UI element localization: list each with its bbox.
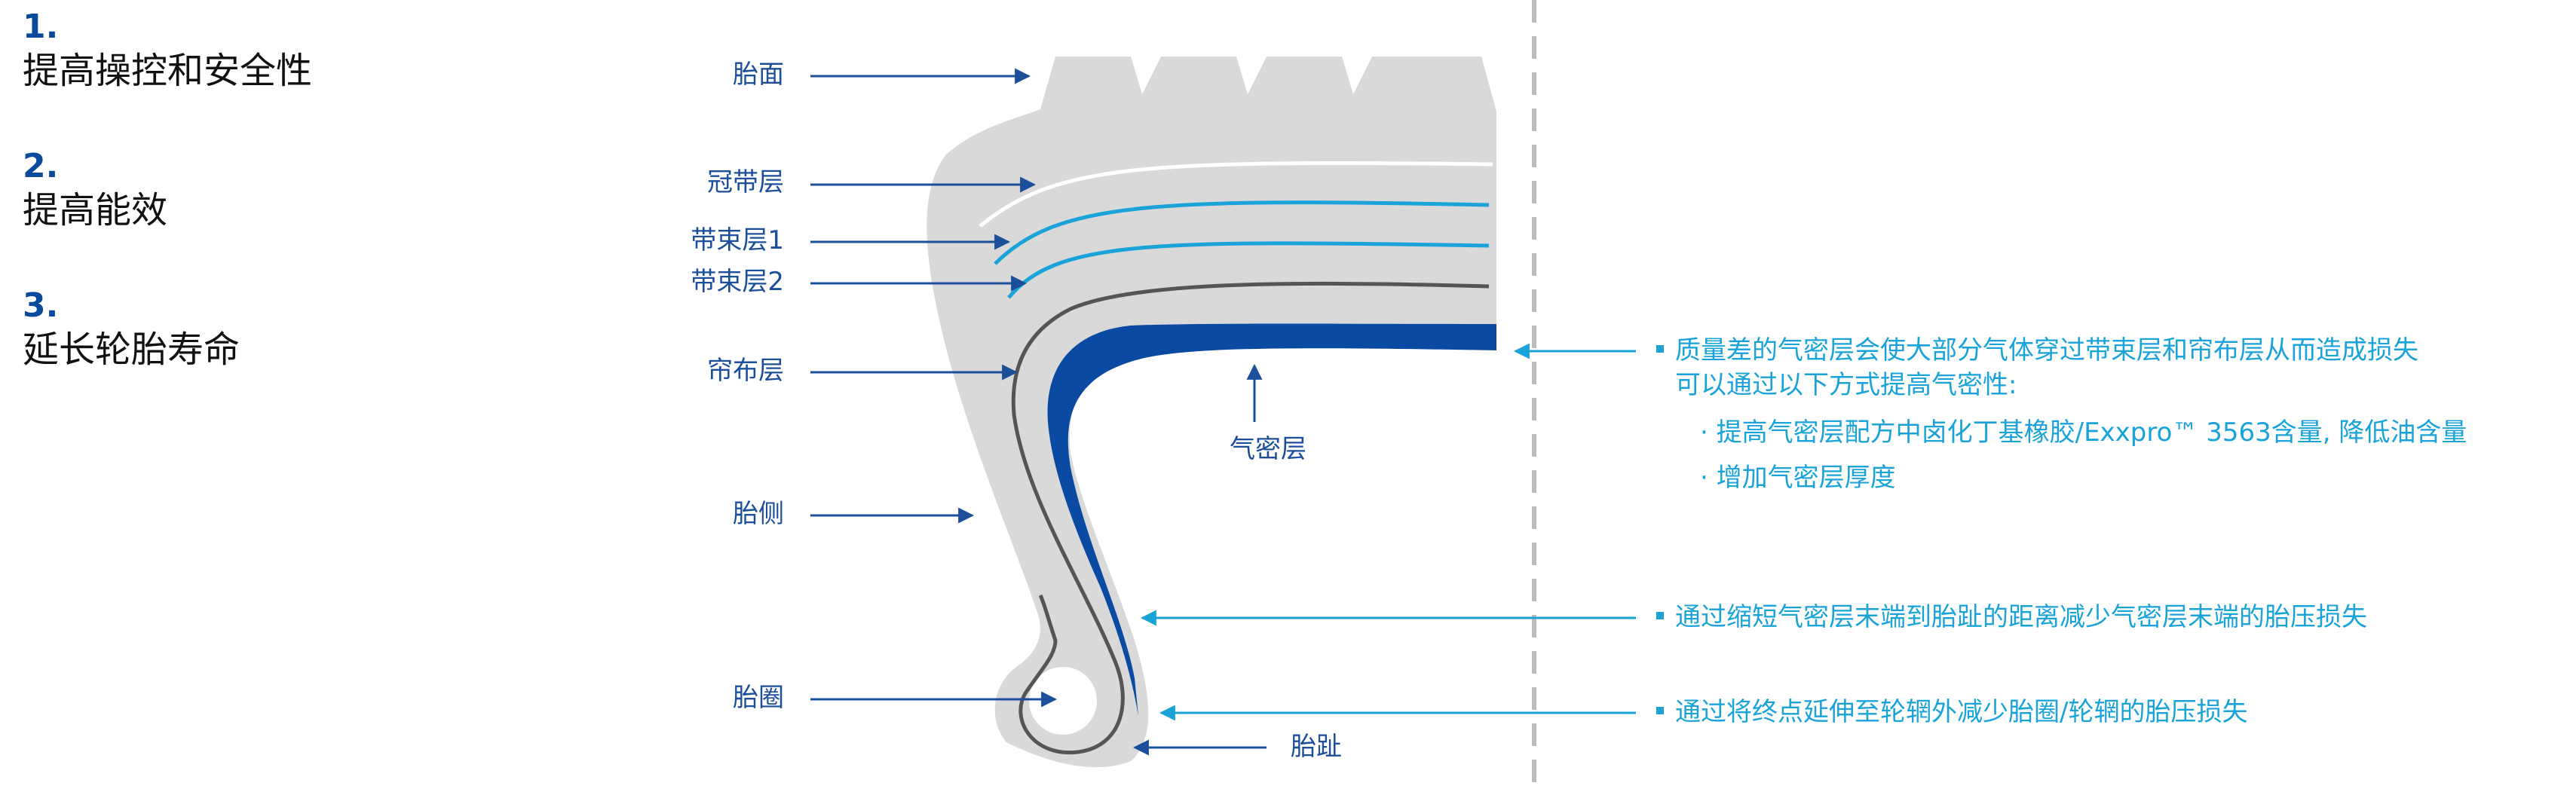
belt-2-line <box>1007 241 1490 299</box>
label-belt-1: 带束层1 <box>691 225 784 255</box>
point-1-text: 提高操控和安全性 <box>23 50 312 92</box>
label-body-ply: 帘布层 <box>707 356 784 386</box>
inner-liner-band <box>1047 323 1496 716</box>
label-bead: 胎圈 <box>733 683 784 713</box>
bead-hole <box>1029 667 1097 735</box>
tire-body <box>927 57 1496 768</box>
note-1-line-1: 质量差的气密层会使大部分气体穿过带束层和帘布层从而造成损失 <box>1675 335 2418 365</box>
note-1-sub-1: · 提高气密层配方中卤化丁基橡胶/Exxpro™ 3563含量, 降低油含量 <box>1700 417 2467 448</box>
note-1-bullet <box>1656 345 1664 353</box>
benefit-list: 1. 提高操控和安全性 2. 提高能效 3. 延长轮胎寿命 <box>23 8 312 371</box>
belt-1-line <box>994 200 1490 265</box>
point-2-text: 提高能效 <box>23 189 167 231</box>
note-3-text: 通过将终点延伸至轮辋外减少胎圈/轮辋的胎压损失 <box>1675 697 2247 727</box>
layer-labels: 胎面 冠带层 带束层1 带束层2 帘布层 胎侧 胎圈 胎趾 气密层 <box>691 60 1342 762</box>
point-2-number: 2. <box>23 147 58 185</box>
note-2-text: 通过缩短气密层末端到胎趾的距离减少气密层末端的胎压损失 <box>1675 602 2367 632</box>
note-1-line-2: 可以通过以下方式提高气密性: <box>1675 370 2017 400</box>
tire-section <box>927 57 1496 768</box>
point-1-number: 1. <box>23 8 58 46</box>
label-cap-ply: 冠带层 <box>707 167 784 197</box>
note-1-sub-2: · 增加气密层厚度 <box>1700 463 1896 493</box>
cap-ply-line <box>979 161 1493 228</box>
label-toe: 胎趾 <box>1291 732 1342 762</box>
note-3-bullet <box>1656 707 1664 714</box>
label-inner-liner: 气密层 <box>1230 434 1306 464</box>
label-belt-2: 带束层2 <box>691 267 784 297</box>
point-3-number: 3. <box>23 286 58 325</box>
point-3-text: 延长轮胎寿命 <box>23 329 240 371</box>
improvement-notes: 质量差的气密层会使大部分气体穿过带束层和帘布层从而造成损失 可以通过以下方式提高… <box>1140 335 2467 727</box>
label-sidewall: 胎侧 <box>733 499 784 529</box>
note-2-bullet <box>1656 612 1664 619</box>
body-ply-cord <box>1011 281 1490 755</box>
label-tread: 胎面 <box>733 60 784 90</box>
